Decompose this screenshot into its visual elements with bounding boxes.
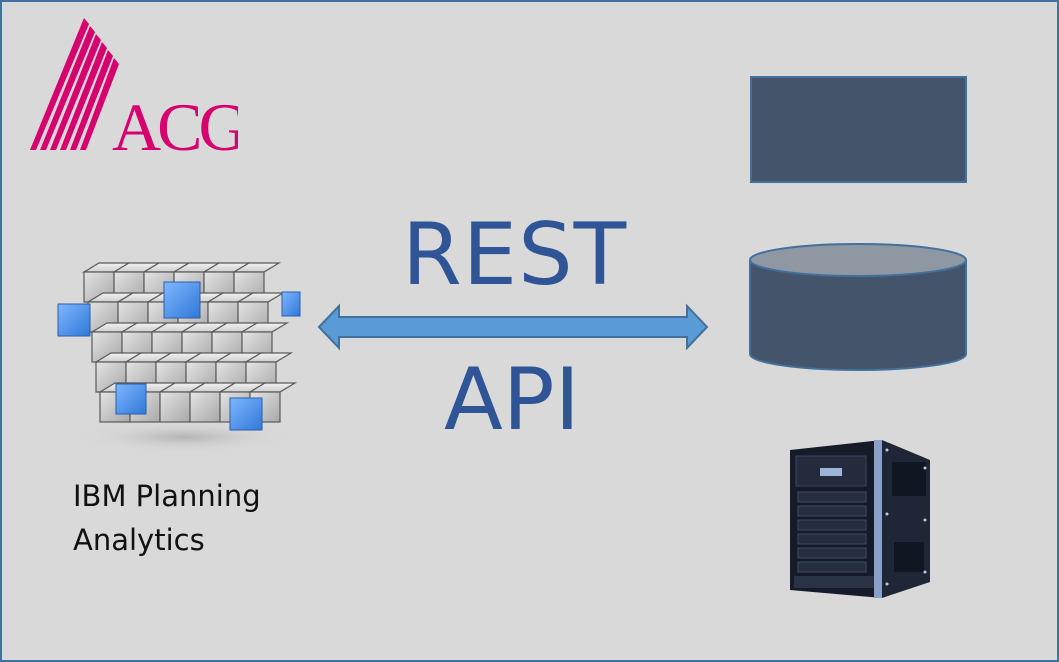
blue-block (163, 281, 201, 319)
caption-line-1: IBM Planning (73, 479, 261, 513)
logo-text: ACG (112, 89, 238, 154)
rectangle-icon (750, 76, 967, 183)
cube-block (159, 391, 191, 423)
server-tower-icon (782, 432, 942, 600)
database-cylinder-icon (747, 240, 969, 374)
double-arrow-icon (317, 302, 709, 352)
acg-logo: ACG (28, 18, 249, 165)
blue-block (57, 303, 91, 337)
api-label: API (443, 350, 581, 450)
cube-block (189, 391, 221, 423)
olap-cube-icon (54, 212, 310, 453)
blue-block (115, 383, 147, 415)
blue-block (281, 291, 301, 317)
product-caption: IBM Planning Analytics (73, 474, 261, 562)
rest-label: REST (402, 205, 628, 305)
caption-line-2: Analytics (73, 523, 205, 557)
blue-block (229, 397, 263, 431)
acg-logo-icon: ACG (30, 18, 249, 165)
